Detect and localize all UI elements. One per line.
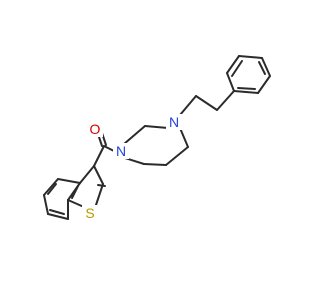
bond-bz-in-2 (49, 209, 65, 215)
bond-pip-5 (143, 163, 167, 166)
bond-th-2 (93, 165, 104, 185)
bond-chain-3 (216, 90, 235, 111)
bond-ph-5 (257, 75, 271, 94)
nitrogen-amide-label-bg (113, 143, 129, 159)
nitrogen-amine-atom-label: N (169, 114, 179, 130)
bond-chain-1 (179, 95, 197, 116)
molecule-structure: O N N S (43, 55, 271, 221)
nitrogen-amide-atom-label: N (116, 143, 126, 159)
bond-pip-3 (179, 127, 189, 148)
bond-ph-in-1 (231, 60, 243, 77)
bond-ph-2 (226, 55, 240, 74)
bond-pip-4 (165, 146, 189, 166)
bond-chain-2 (195, 95, 218, 111)
bond-ph-6 (233, 90, 259, 94)
sulfur-label-bg (82, 205, 98, 221)
bond-th-1 (79, 165, 95, 184)
nitrogen-amine-label-bg (166, 114, 182, 130)
bond-bz-2 (43, 178, 59, 196)
oxygen-label-bg (87, 121, 103, 137)
bond-bz-1 (57, 178, 81, 184)
bond-th-4 (67, 199, 85, 208)
bond-ph-in-2 (258, 61, 266, 75)
bond-pip-1 (123, 125, 146, 145)
bond-bz-3 (43, 194, 49, 215)
oxygen-atom-label: O (90, 121, 101, 137)
bond-ph-in-3 (237, 87, 256, 90)
bond-ph-4 (261, 57, 271, 77)
sulfur-atom-label: S (85, 205, 94, 221)
bond-c-c3 (93, 145, 105, 167)
bond-pip-2 (144, 125, 169, 129)
bond-bz-in-3 (71, 185, 79, 199)
bond-th-3 (95, 183, 104, 206)
bond-ph-3 (238, 55, 263, 59)
bond-bz-in-1 (47, 183, 57, 195)
bond-layer (43, 55, 271, 220)
bond-ph-1 (226, 72, 235, 92)
bond-bz-4 (47, 213, 69, 220)
